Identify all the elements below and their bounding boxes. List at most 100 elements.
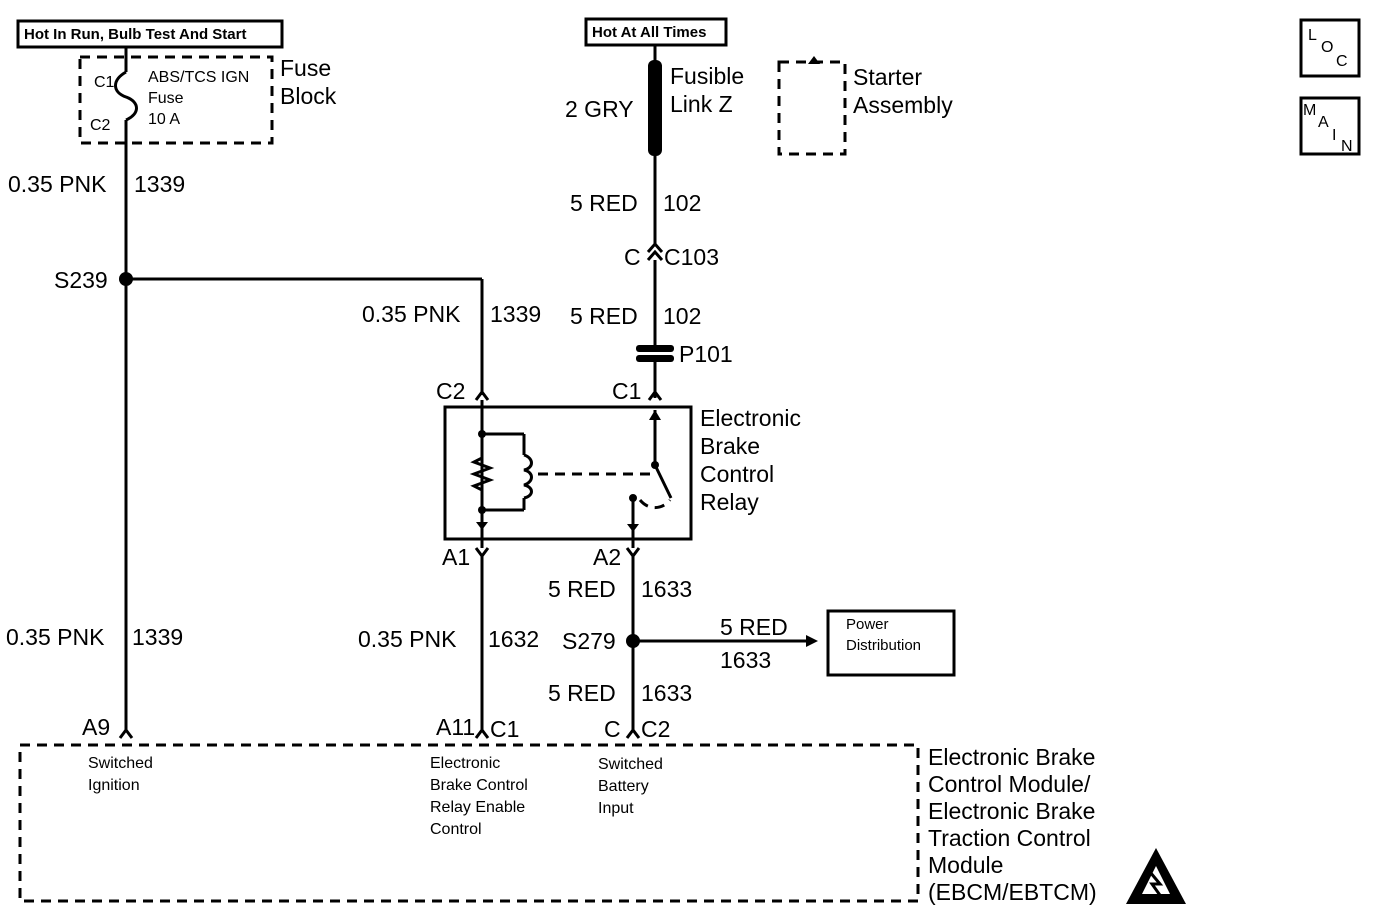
relay-c1-label: C1 [612, 378, 641, 404]
module-c2-label: C2 [641, 716, 670, 742]
fuse-rating: 10 A [148, 111, 180, 128]
power-distribution-1: Power [846, 616, 889, 633]
battery-power-text: Hot At All Times [592, 24, 706, 41]
relay-name-3: Control [700, 461, 774, 487]
module-a9-desc-2: Ignition [88, 777, 140, 794]
wire-1633-b-gauge: 5 RED [720, 614, 788, 640]
wire-1339-top-circuit: 1339 [134, 171, 185, 197]
p101-label: P101 [679, 341, 733, 367]
module-a11-desc-4: Control [430, 821, 482, 838]
module-c-desc-3: Input [598, 800, 634, 817]
module-c-pin-label: C [604, 716, 621, 742]
module-c1-label: C1 [490, 716, 519, 742]
wire-102-top-circuit: 102 [663, 190, 701, 216]
main-button[interactable]: M A I N [1299, 96, 1361, 156]
ebcm-module-outline [18, 743, 920, 903]
wire-1339-bot-gauge: 0.35 PNK [6, 624, 105, 650]
connector-c103-label: C103 [664, 244, 719, 270]
module-a9-label: A9 [82, 714, 110, 740]
wire-1633-c-gauge: 5 RED [548, 680, 616, 706]
relay-a1-connector [474, 547, 490, 559]
module-a11-desc-1: Electronic [430, 755, 500, 772]
relay-c2-label: C2 [436, 378, 465, 404]
ignition-power-banner [16, 19, 284, 49]
module-name-3: Electronic Brake [928, 798, 1095, 824]
module-c-desc-1: Switched [598, 756, 663, 773]
ignition-power-text: Hot In Run, Bulb Test And Start [24, 26, 246, 43]
module-a11-desc-3: Relay Enable [430, 799, 525, 816]
relay-name-2: Brake [700, 433, 760, 459]
relay-resistor [469, 456, 495, 492]
module-a11-connector [474, 727, 490, 739]
svg-text:L: L [1308, 27, 1317, 44]
svg-text:N: N [1341, 138, 1353, 155]
loc-button[interactable]: L O C [1299, 18, 1361, 78]
fuse-name: ABS/TCS IGN [148, 69, 249, 86]
fusible-link-label-2: Link Z [670, 91, 733, 117]
svg-text:O: O [1321, 39, 1333, 56]
starter-label-2: Assembly [853, 92, 953, 118]
module-c-desc-2: Battery [598, 778, 649, 795]
fuse-pin-c1: C1 [94, 74, 115, 91]
module-name-1: Electronic Brake [928, 744, 1095, 770]
relay-a2-connector [625, 547, 641, 559]
fuse-block-label-2: Block [280, 83, 337, 109]
relay-box [443, 405, 693, 541]
wire-1632-gauge: 0.35 PNK [358, 626, 457, 652]
wire-1633-a-gauge: 5 RED [548, 576, 616, 602]
fusible-link-z [648, 60, 662, 156]
wire-102-bot-circuit: 102 [663, 303, 701, 329]
power-dist-arrow [806, 635, 818, 647]
relay-c2-connector [474, 389, 490, 401]
power-distribution-2: Distribution [846, 637, 921, 654]
splice-s279-label: S279 [562, 628, 616, 654]
svg-text:I: I [1332, 127, 1336, 144]
relay-c1-connector [647, 389, 663, 401]
wire-1632-circuit: 1632 [488, 626, 539, 652]
wire-1339-mid-gauge: 0.35 PNK [362, 301, 461, 327]
wire-1633-b-circuit: 1633 [720, 647, 771, 673]
wire-1339-top-gauge: 0.35 PNK [8, 171, 107, 197]
module-name-6: (EBCM/EBTCM) [928, 879, 1097, 905]
starter-label-1: Starter [853, 64, 922, 90]
relay-coil [523, 453, 533, 500]
module-a9-desc-1: Switched [88, 755, 153, 772]
splice-s239-label: S239 [54, 267, 108, 293]
relay-a1-arrow [476, 522, 488, 530]
relay-name-4: Relay [700, 489, 759, 515]
relay-a1-label: A1 [442, 544, 470, 570]
esd-warning-icon [1126, 848, 1186, 904]
module-name-5: Module [928, 852, 1003, 878]
module-a11-desc-2: Brake Control [430, 777, 528, 794]
wire-1633-a-circuit: 1633 [641, 576, 692, 602]
connector-c103-symbol [646, 241, 664, 261]
wire-102-bot-gauge: 5 RED [570, 303, 638, 329]
svg-text:C: C [1336, 53, 1348, 70]
fusible-link-label-1: Fusible [670, 63, 744, 89]
wire-1633-c-circuit: 1633 [641, 680, 692, 706]
fuse-sub: Fuse [148, 90, 184, 107]
wire-1339-bot-circuit: 1339 [132, 624, 183, 650]
relay-name-1: Electronic [700, 405, 801, 431]
svg-text:A: A [1318, 114, 1329, 131]
fuse-block-label-1: Fuse [280, 55, 331, 81]
connector-c103-pin: C [624, 244, 641, 270]
fuse-symbol [114, 70, 138, 122]
wire-1339-mid-circuit: 1339 [490, 301, 541, 327]
module-name-2: Control Module/ [928, 771, 1091, 797]
starter-assembly-outline [777, 60, 847, 156]
svg-text:M: M [1303, 102, 1316, 119]
module-name-4: Traction Control [928, 825, 1091, 851]
starter-marker [808, 56, 820, 64]
relay-a2-label: A2 [593, 544, 621, 570]
power-distribution-box [826, 609, 956, 677]
fuse-block-outline [78, 55, 274, 145]
module-c-connector [625, 727, 641, 739]
relay-a2-arrow [627, 524, 639, 532]
relay-switch-arm [653, 464, 673, 499]
fusible-link-gauge: 2 GRY [565, 96, 634, 122]
module-a11-label: A11 [436, 714, 475, 740]
module-a9-connector [118, 727, 134, 739]
p101-grommet [636, 345, 674, 352]
fuse-pin-c2: C2 [90, 117, 111, 134]
